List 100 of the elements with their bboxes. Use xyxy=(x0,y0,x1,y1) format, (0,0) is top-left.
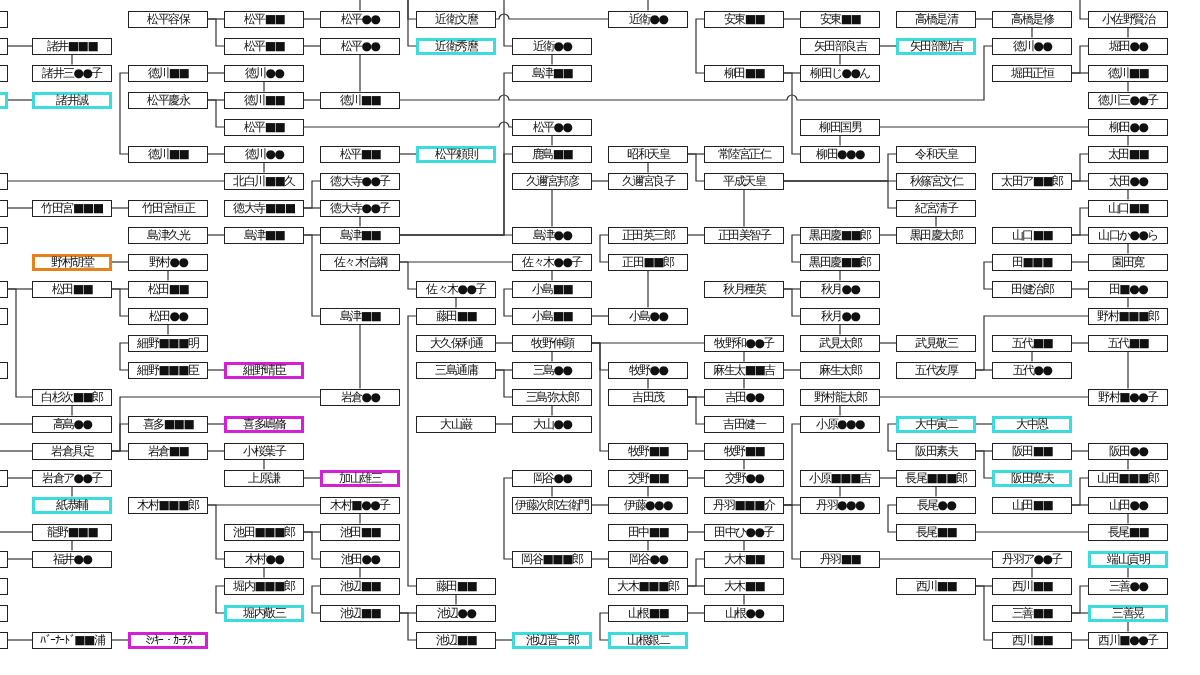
highlighted-name-box: 三善晃 xyxy=(1088,604,1168,622)
name-box: 五代●● xyxy=(992,361,1072,379)
name-box: 野村●● xyxy=(128,253,208,271)
name-box: 山田●● xyxy=(1088,496,1168,514)
family-line xyxy=(591,504,609,506)
family-line xyxy=(359,215,361,228)
family-line xyxy=(455,296,457,309)
name-box: 竹田宮■■■ xyxy=(32,199,112,217)
family-line xyxy=(975,531,1089,533)
name-box: 細野■■■臣 xyxy=(128,361,208,379)
name-box: 田健治郎 xyxy=(992,280,1072,298)
family-line xyxy=(111,288,129,317)
name-box: 松田●● xyxy=(128,307,208,325)
name-box: 徳大寺■■■ xyxy=(224,199,304,217)
name-box: 吉田茂 xyxy=(608,388,688,406)
family-line xyxy=(647,485,649,498)
name-box: 牧野■■ xyxy=(704,442,784,460)
family-line xyxy=(599,612,609,641)
family-line xyxy=(695,18,705,74)
name-box: 松平■■ xyxy=(224,10,304,28)
family-line xyxy=(71,53,73,66)
family-line xyxy=(743,377,745,390)
highlighted-name-box: 大中寅二 xyxy=(896,415,976,433)
name-box: 大木■■■郎 xyxy=(608,577,688,595)
family-line xyxy=(359,53,361,93)
family-line xyxy=(407,315,417,587)
family-line xyxy=(1071,72,1089,74)
name-box: 西川■■ xyxy=(896,577,976,595)
family-line xyxy=(303,477,321,479)
name-box: 山田■■ xyxy=(992,496,1072,514)
family-line xyxy=(879,45,897,47)
name-box: 柳田■■ xyxy=(704,64,784,82)
name-box: 高橋是修 xyxy=(992,10,1072,28)
name-box: 鹿島■■ xyxy=(512,145,592,163)
family-line xyxy=(935,215,937,228)
name-box: 久邇宮邦彦 xyxy=(512,172,592,190)
name-box: 山口■■ xyxy=(992,226,1072,244)
name-box: 高橋是清 xyxy=(896,10,976,28)
family-line xyxy=(7,45,33,47)
family-line xyxy=(839,485,841,498)
family-line xyxy=(263,161,265,174)
name-box: 木村●● xyxy=(224,550,304,568)
family-line xyxy=(1071,504,1089,506)
family-line xyxy=(303,121,513,128)
name-box: 牧野■■ xyxy=(608,442,688,460)
name-box: 小島■■ xyxy=(512,280,592,298)
family-line xyxy=(303,234,321,317)
name-box: 秋月●● xyxy=(800,307,880,325)
name-box: 大山●● xyxy=(512,415,592,433)
family-line xyxy=(551,350,553,363)
family-line xyxy=(1127,26,1129,39)
name-box: 柳田国男 xyxy=(800,118,880,136)
family-line xyxy=(887,504,897,533)
name-box: 徳川●● xyxy=(224,64,304,82)
name-box: 長尾■■ xyxy=(1088,523,1168,541)
family-line xyxy=(207,369,225,371)
family-line xyxy=(1071,288,1089,290)
family-line xyxy=(975,18,993,20)
name-box: 佐々木●●子 xyxy=(512,253,592,271)
family-line xyxy=(687,153,705,182)
family-line xyxy=(687,585,705,587)
family-line xyxy=(207,18,225,47)
family-line xyxy=(7,639,33,641)
family-line xyxy=(207,72,225,74)
name-box: 西川■■ xyxy=(992,631,1072,649)
family-line xyxy=(303,18,321,20)
family-line xyxy=(111,639,129,641)
name-box: 池辺●● xyxy=(416,604,496,622)
name-box: 秋月●● xyxy=(800,280,880,298)
family-line xyxy=(167,323,169,336)
name-box: 阪田●● xyxy=(1088,442,1168,460)
family-line xyxy=(687,234,705,236)
name-box: 阪田素夫 xyxy=(896,442,976,460)
name-box: 池田■■ xyxy=(320,523,400,541)
name-box: 堀内■■■郎 xyxy=(224,577,304,595)
name-box: 田■●● xyxy=(1088,280,1168,298)
family-line xyxy=(551,485,553,498)
family-line xyxy=(1127,80,1129,93)
name-box: 松田■■ xyxy=(32,280,112,298)
highlighted-name-box: 端山貢明 xyxy=(1088,550,1168,568)
family-line xyxy=(119,342,129,371)
highlighted-name-box: 堀内敬三 xyxy=(224,604,304,622)
family-line xyxy=(1071,234,1089,236)
name-box: 上原謙 xyxy=(224,469,304,487)
highlighted-name-box: 池辺晋一郎 xyxy=(512,631,592,649)
name-box: 池辺■■ xyxy=(416,631,496,649)
name-box: 秋篠宮文仁 xyxy=(896,172,976,190)
name-box: 山根●● xyxy=(704,604,784,622)
name-box: 西川■■ xyxy=(992,577,1072,595)
family-line xyxy=(495,423,513,425)
highlighted-name-box: 諸井誠 xyxy=(32,91,112,109)
family-line xyxy=(303,99,321,101)
name-box: 木村■■■郎 xyxy=(128,496,208,514)
name-box: 吉田●● xyxy=(704,388,784,406)
name-box: 安東■■ xyxy=(800,10,880,28)
name-box: 令和天皇 xyxy=(896,145,976,163)
name-box: 伊藤●●● xyxy=(608,496,688,514)
name-box: 諸井■■■ xyxy=(32,37,112,55)
family-line xyxy=(399,261,417,290)
family-line xyxy=(743,350,745,363)
